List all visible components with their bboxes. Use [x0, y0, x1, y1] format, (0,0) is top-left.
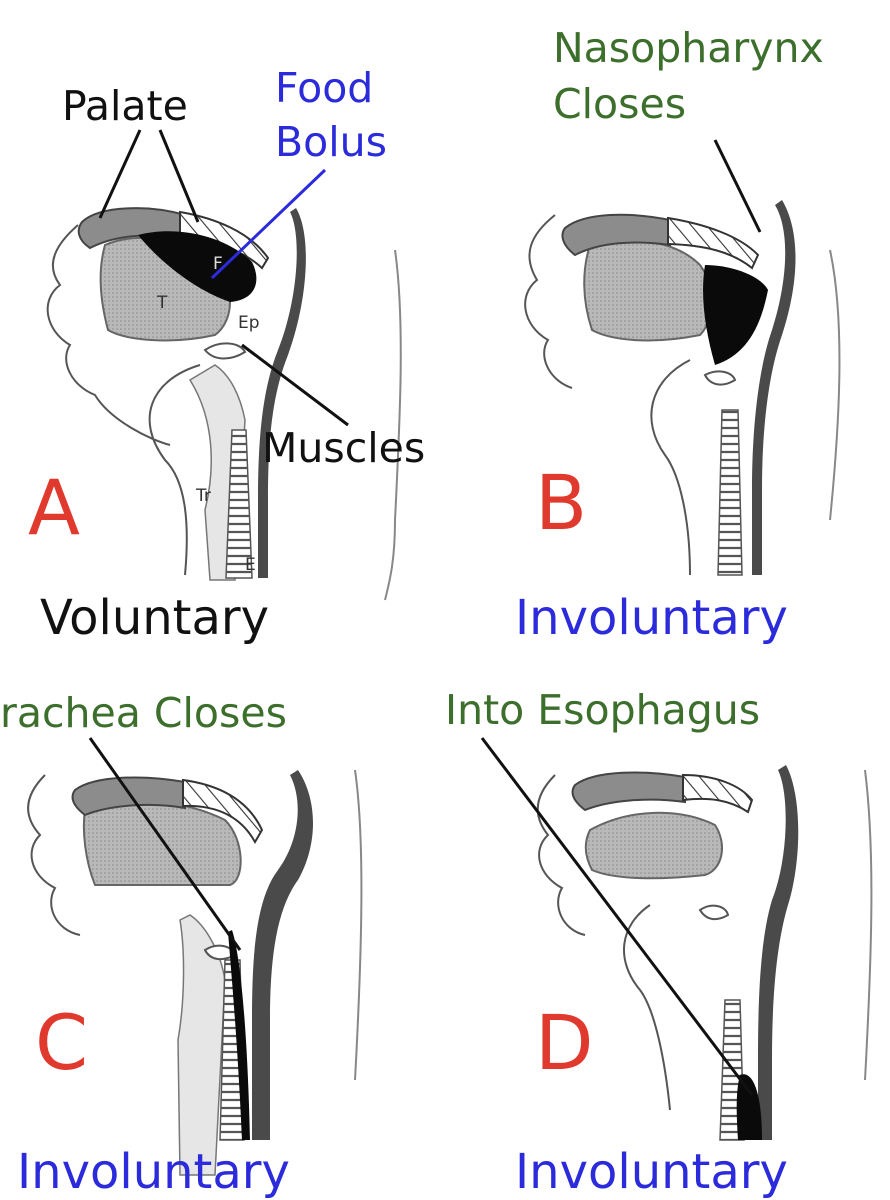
- panel-d-esophagus-leader: [480, 737, 754, 1096]
- panel-a-palate-leader-2: [158, 129, 200, 223]
- panel-b-hard-palate: [561, 213, 671, 257]
- panel-d-letter: D: [535, 998, 594, 1087]
- panel-d-back-of-neck: [864, 769, 873, 1081]
- panel-c-tongue: [82, 800, 242, 886]
- panel-b-closes-label: Closes: [553, 80, 687, 128]
- panel-d-tongue: [584, 811, 723, 880]
- panel-d-mode: Involuntary: [515, 1144, 788, 1200]
- panel-a-back-of-neck: [384, 249, 402, 601]
- panel-c-throat-region: [177, 914, 226, 1176]
- panel-a-drawing: [46, 129, 402, 601]
- panel-b-trachea: [717, 409, 743, 576]
- panel-b-nasopharynx-label: Nasopharynx: [553, 24, 824, 72]
- panel-a-food-label: Food: [275, 64, 374, 112]
- panel-d-epiglottis: [698, 904, 730, 921]
- panel-c-drawing: [27, 737, 363, 1176]
- panel-b-nasopharynx-leader: [713, 139, 762, 233]
- panel-a-epiglottis: [203, 342, 247, 360]
- panel-d-food-bolus: [736, 1074, 762, 1140]
- panel-a-epiglottis-tag: Ep: [238, 313, 260, 333]
- panel-a-face-profile: [46, 224, 171, 446]
- panel-d-neck-outline: [623, 904, 671, 1111]
- panel-b-letter: B: [535, 458, 588, 547]
- panel-c-letter: C: [35, 998, 89, 1087]
- panel-a-palate-label: Palate: [62, 82, 188, 130]
- panel-a-letter: A: [28, 463, 80, 552]
- panel-a-bolus-tag: F: [213, 254, 223, 274]
- panel-c-mode: Involuntary: [17, 1144, 290, 1200]
- panel-a-muscles-label: Muscles: [262, 424, 426, 472]
- panel-c-back-of-neck: [354, 769, 363, 1081]
- panel-c-face-profile: [27, 774, 81, 936]
- panel-a-food-bolus: [138, 231, 257, 302]
- panel-a-tongue-tag: T: [157, 293, 168, 313]
- panel-b-back-of-neck: [829, 249, 841, 521]
- panel-d-hard-palate: [571, 771, 686, 812]
- panel-c-soft-palate: [182, 778, 264, 845]
- panel-a-trachea: [225, 429, 253, 579]
- panel-d-soft-palate: [682, 773, 754, 814]
- panel-d-drawing: [480, 737, 873, 1141]
- panel-a-pharyngeal-wall: [258, 208, 306, 578]
- panel-a-neck-outline: [148, 364, 201, 576]
- panel-b-pharyngeal-wall: [752, 200, 796, 575]
- panel-d-into-esophagus-label: Into Esophagus: [445, 686, 761, 734]
- panel-b-epiglottis: [703, 370, 737, 386]
- panel-a-muscles-leader: [241, 343, 349, 427]
- panel-b-soft-palate: [667, 216, 760, 270]
- panel-b-mode: Involuntary: [515, 590, 788, 646]
- panel-a-trachea-tag: Tr: [196, 486, 211, 506]
- panel-d-pharyngeal-wall: [758, 765, 799, 1140]
- panel-c-food-bolus: [228, 930, 250, 1140]
- panel-a-esophagus-tag: E: [245, 555, 256, 575]
- panel-b-neck-outline: [650, 359, 691, 576]
- panel-a-bolus-leader: [210, 168, 327, 280]
- panel-a-palate-leader-1: [98, 129, 142, 219]
- panel-b-food-bolus: [703, 265, 768, 365]
- panel-c-trachea-closes-label: rachea Closes: [0, 689, 287, 737]
- panel-a-mode: Voluntary: [40, 590, 270, 646]
- panel-c-pharyngeal-wall: [252, 770, 313, 1140]
- panel-d-face-profile: [536, 774, 586, 936]
- panel-b-face-profile: [524, 214, 573, 389]
- panel-a-bolus-label: Bolus: [275, 118, 387, 166]
- panel-b-drawing: [524, 139, 841, 576]
- panel-b-tongue: [583, 239, 713, 342]
- panel-c-trachea-leader: [88, 737, 242, 951]
